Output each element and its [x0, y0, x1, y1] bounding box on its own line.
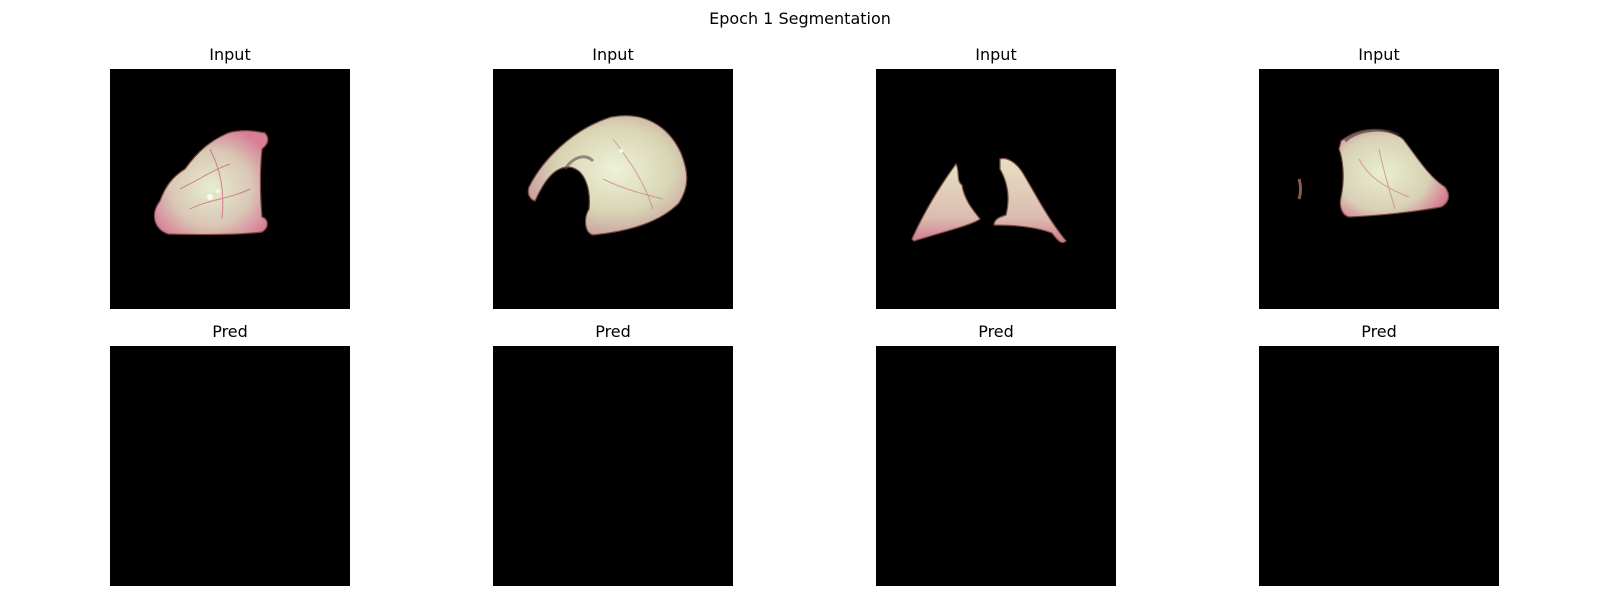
tissue-shape-3 — [876, 69, 1116, 309]
panel-title: Input — [1358, 45, 1400, 64]
panel-title: Input — [592, 45, 634, 64]
panel-title: Pred — [978, 322, 1014, 341]
panel-title: Input — [975, 45, 1017, 64]
panel-title: Pred — [212, 322, 248, 341]
panel-title: Pred — [595, 322, 631, 341]
panel-title: Input — [209, 45, 251, 64]
tissue-shape-1 — [110, 69, 350, 309]
tissue-shape-2 — [493, 69, 733, 309]
tissue-shape-4 — [1259, 69, 1499, 309]
input-image-2 — [493, 69, 733, 309]
pred-image-1 — [110, 346, 350, 586]
pred-image-3 — [876, 346, 1116, 586]
pred-image-2 — [493, 346, 733, 586]
pred-image-4 — [1259, 346, 1499, 586]
figure-title: Epoch 1 Segmentation — [709, 9, 891, 28]
panel-title: Pred — [1361, 322, 1397, 341]
input-image-3 — [876, 69, 1116, 309]
input-image-4 — [1259, 69, 1499, 309]
input-image-1 — [110, 69, 350, 309]
